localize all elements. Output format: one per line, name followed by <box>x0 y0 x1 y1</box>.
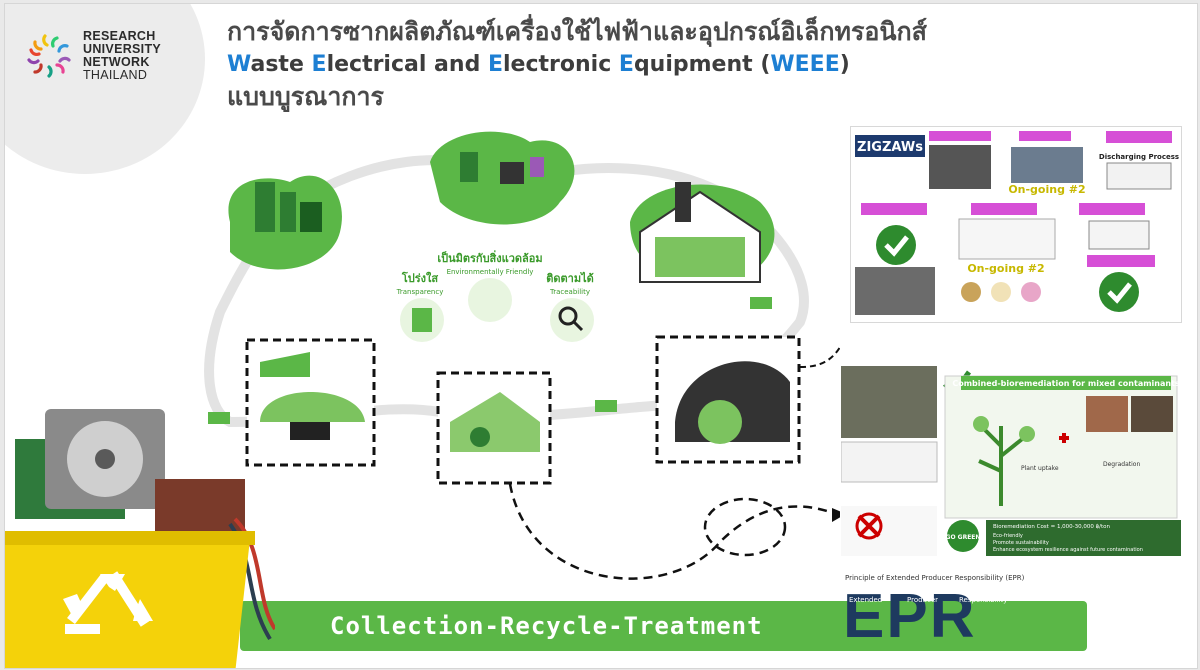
process-label: Discharging Process <box>1099 153 1179 161</box>
project-panel-top: ZIGZAWs On-going #2 Discharging Process … <box>850 126 1182 323</box>
logo-text: RESEARCH UNIVERSITY NETWORK THAILAND <box>83 30 161 82</box>
title-word-rest: ) <box>839 52 850 77</box>
status-text: On-going #2 <box>1008 183 1085 196</box>
bioremediation-panel: Combined-bioremediation for mixed contam… <box>840 366 1181 556</box>
wire <box>233 517 275 631</box>
city-island <box>430 131 575 225</box>
stage-box-3 <box>655 335 801 464</box>
truck-icon <box>595 400 617 412</box>
recycle-icon <box>63 571 153 634</box>
title-word-rest: lectronic <box>503 52 619 77</box>
cost-line: Bioremediation Cost = 1,000-30,000 ฿/ton <box>993 523 1111 530</box>
logo-line-4: THAILAND <box>83 68 148 82</box>
epr-word-extended: Extended <box>849 596 883 604</box>
logo: RESEARCH UNIVERSITY NETWORK THAILAND <box>21 28 191 98</box>
traceability-icon <box>550 298 594 342</box>
title-word-cap: WEEE <box>770 52 840 77</box>
flow-arrow <box>508 483 831 580</box>
stage-box-1 <box>245 338 376 467</box>
title-english-line: Waste Electrical and Electronic Equipmen… <box>227 50 927 80</box>
title-thai-line-2: แบบบูรณาการ <box>227 82 384 111</box>
check-icon <box>876 225 916 265</box>
title-word-rest: aste <box>250 52 312 77</box>
eco-icon <box>468 278 512 322</box>
bottom-banner: Collection-Recycle-Treatment <box>240 601 1087 651</box>
go-green: GO GREEN <box>946 534 981 541</box>
logo-mark-icon <box>27 34 71 78</box>
bullet-item: Eco-friendly <box>993 533 1023 539</box>
slide-title: การจัดการซากผลิตภัณฑ์เครื่องใช้ไฟฟ้าและอ… <box>227 14 927 114</box>
title-badge <box>855 135 925 157</box>
status-text: On-going #2 <box>967 262 1044 275</box>
right-label: ติดตามได้ <box>546 271 594 285</box>
truck-icon <box>1088 220 1150 250</box>
truck-icon <box>750 297 772 309</box>
right-sub: Traceability <box>549 288 590 296</box>
photo <box>929 145 991 189</box>
title-word-cap: W <box>227 52 251 77</box>
bullet-item: Promote sustainability <box>993 540 1049 546</box>
epr-block: Principle of Extended Producer Responsib… <box>833 572 1033 654</box>
factory-island <box>228 175 342 270</box>
epr-word-producer: Producer <box>907 596 939 604</box>
bio-heading: Combined-bioremediation for mixed contam… <box>952 379 1180 388</box>
bullet-item: Enhance ecosystem resilience against fut… <box>993 547 1143 553</box>
title-word-cap: E <box>311 52 327 77</box>
photo <box>1011 147 1083 183</box>
epr-caption: Principle of Extended Producer Responsib… <box>845 574 1025 582</box>
recycle-bin-illustration <box>5 409 275 668</box>
center-label: เป็นมิตรกับสิ่งแวดล้อม <box>437 250 542 265</box>
epr-big-text: EPR <box>843 582 977 651</box>
plant-uptake: Plant uptake <box>1021 465 1059 472</box>
degradation: Degradation <box>1103 461 1140 468</box>
title-word-rest: quipment ( <box>633 52 771 77</box>
center-sub: Environmentally Friendly <box>447 268 534 276</box>
collection-center <box>630 182 775 283</box>
left-sub: Transparency <box>396 288 444 296</box>
title-word-cap: E <box>487 52 504 77</box>
title-thai-line-1: การจัดการซากผลิตภัณฑ์เครื่องใช้ไฟฟ้าและอ… <box>227 17 927 46</box>
logo-line-2: UNIVERSITY <box>83 42 162 56</box>
banner-text: Collection-Recycle-Treatment <box>330 612 763 640</box>
landfill-photo <box>841 366 937 438</box>
stage-box-2 <box>436 371 552 485</box>
go-green-badge <box>947 520 979 552</box>
weee-flow-diagram: เป็นมิตรกับสิ่งแวดล้อม Environmentally F… <box>204 131 840 580</box>
project-panel-graphic: ZIGZAWs On-going #2 Discharging Process … <box>855 131 1179 315</box>
epr-word-responsibility: Responsibility <box>959 596 1008 604</box>
title-word-cap: E <box>618 52 634 77</box>
logo-line-3: NETWORK <box>83 55 150 69</box>
truck-icon <box>208 412 230 424</box>
slide: RESEARCH UNIVERSITY NETWORK THAILAND การ… <box>4 3 1198 669</box>
left-label: โปร่งใส <box>401 271 439 285</box>
check-icon <box>1099 272 1139 312</box>
title-word-rest: lectrical and <box>326 52 488 77</box>
photo <box>855 267 935 315</box>
flow-arrow <box>799 344 840 368</box>
logo-line-1: RESEARCH <box>83 29 156 43</box>
bioremediation-graphic: Combined-bioremediation for mixed contam… <box>840 366 1181 556</box>
principle-icons: เป็นมิตรกับสิ่งแวดล้อม Environmentally F… <box>396 250 594 342</box>
panel-title: ZIGZAWs <box>857 140 923 155</box>
